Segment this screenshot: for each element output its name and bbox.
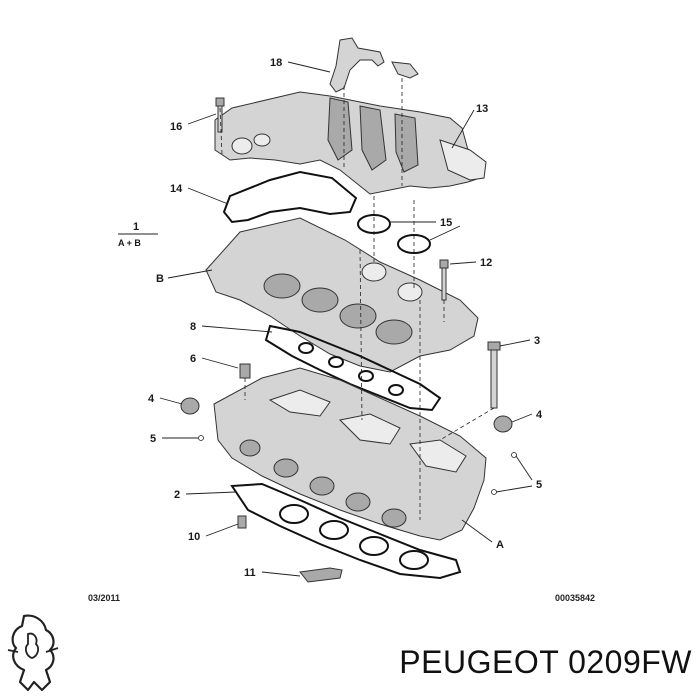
part-bolt-16: [215, 97, 225, 133]
part-seal-rings-15: [357, 214, 431, 254]
part-cylinder-head-A: [213, 367, 487, 541]
callout-3: 3: [499, 335, 540, 347]
part-cap-4-left: [180, 397, 200, 415]
part-head-bolt-3: [487, 341, 501, 409]
part-manifold-B: [205, 217, 479, 373]
part-intake-cover-13: [214, 91, 487, 195]
callout-4-right: 4: [511, 409, 543, 423]
svg-text:B: B: [156, 273, 164, 285]
part-head-gasket-2: [230, 482, 462, 580]
callout-12: 12: [449, 257, 492, 269]
svg-text:1: 1: [133, 221, 139, 233]
diagram-date: 03/2011: [88, 593, 121, 603]
callout-4-left: 4: [148, 393, 183, 405]
part-gasket-8: [264, 324, 442, 412]
part-number-label: PEUGEOT 0209FW: [399, 644, 692, 680]
callout-1: 1 A + B: [118, 221, 158, 248]
assembly-guide-lines: [219, 78, 495, 520]
callout-B: B: [156, 269, 213, 285]
callout-16: 16: [170, 113, 217, 133]
callout-13: 13: [451, 103, 488, 149]
part-cap-4-right: [493, 415, 513, 433]
svg-text:15: 15: [440, 217, 452, 229]
callout-8: 8: [190, 321, 273, 333]
svg-text:16: 16: [170, 121, 182, 133]
callout-A: A: [461, 519, 504, 551]
svg-text:18: 18: [270, 57, 282, 69]
svg-text:6: 6: [190, 353, 196, 365]
part-dowel-10: [237, 515, 247, 529]
callout-18: 18: [270, 57, 331, 73]
callout-14: 14: [170, 183, 229, 205]
callout-6: 6: [190, 353, 239, 369]
callout-10: 10: [188, 523, 239, 543]
svg-text:14: 14: [170, 183, 183, 195]
diagram-reference: 00035842: [555, 593, 596, 603]
callout-5-right: 5: [491, 452, 542, 495]
svg-text:5: 5: [536, 479, 542, 491]
part-bracket-18: [329, 37, 419, 93]
callout-15: 15: [390, 217, 461, 241]
svg-text:13: 13: [476, 103, 488, 115]
part-plug-6: [239, 363, 251, 379]
svg-text:4: 4: [536, 409, 543, 421]
peugeot-lion-logo: [7, 614, 59, 692]
svg-text:5: 5: [150, 433, 156, 445]
svg-text:11: 11: [244, 567, 256, 579]
svg-text:8: 8: [190, 321, 196, 333]
callout-2: 2: [174, 489, 237, 501]
callout-11: 11: [244, 567, 301, 579]
svg-text:10: 10: [188, 531, 200, 543]
svg-text:A + B: A + B: [118, 238, 141, 248]
part-sensor-11: [299, 567, 343, 583]
part-gasket-14: [222, 170, 358, 224]
callout-5-left: 5: [150, 433, 204, 445]
svg-text:A: A: [496, 539, 504, 551]
svg-text:2: 2: [174, 489, 180, 501]
svg-text:4: 4: [148, 393, 155, 405]
svg-text:12: 12: [480, 257, 492, 269]
svg-text:3: 3: [534, 335, 540, 347]
